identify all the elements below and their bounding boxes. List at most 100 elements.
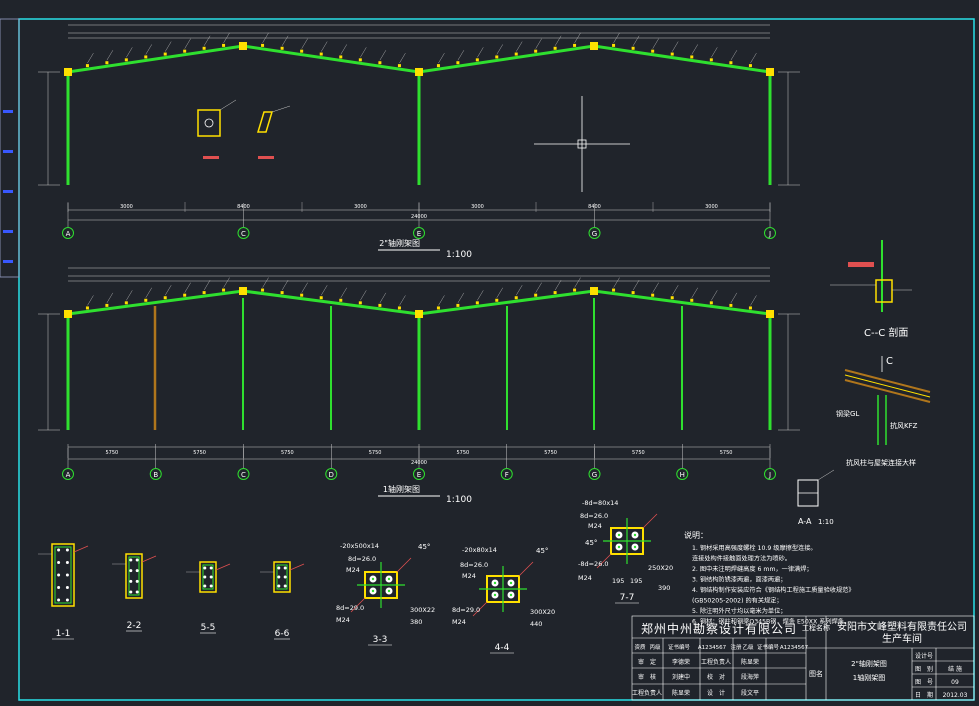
bay-dimension: 5750	[369, 450, 382, 456]
leader-line	[281, 35, 289, 46]
leader-line	[87, 53, 94, 64]
elevation-1-title: 2"轴刚架图	[379, 238, 420, 248]
side-strip	[0, 18, 20, 278]
info-label: 设计号	[915, 652, 933, 660]
leader-line	[672, 41, 679, 52]
axis-label: J	[768, 230, 771, 238]
leader-line	[399, 295, 406, 306]
leader-line	[360, 47, 367, 58]
axis-bubble	[325, 468, 338, 480]
purlin-mark	[163, 296, 167, 300]
leader-line	[126, 290, 133, 301]
section-note: M24	[578, 574, 592, 582]
bay-dimension: 5750	[281, 450, 294, 456]
leader-line	[730, 292, 738, 303]
section-label: 7-7	[620, 593, 635, 603]
project-name: 安阳市文峰塑料有限责任公司	[837, 620, 967, 633]
cert-cell: 证书编号	[668, 643, 691, 651]
leader-line	[223, 32, 230, 43]
purlin-mark	[124, 58, 128, 62]
leader-line	[379, 50, 387, 61]
company-name: 郑州中州勘察设计有限公司	[641, 621, 797, 636]
axis-bubble	[413, 468, 425, 480]
section-dimension: 250X20	[648, 564, 673, 572]
purlin-mark	[495, 55, 499, 59]
purlin-mark	[495, 298, 499, 302]
leader-line	[691, 44, 698, 55]
purlin-mark	[709, 58, 713, 62]
purlin-mark	[222, 288, 226, 292]
leader-line	[126, 47, 133, 58]
leader-line	[496, 44, 503, 55]
axis-bubble	[237, 468, 250, 480]
purlin-mark	[85, 306, 89, 310]
signature-cell: 陈显荣	[672, 689, 690, 697]
section-dimension: 195	[612, 577, 624, 585]
purlin-mark	[358, 301, 362, 305]
cert-cell: A1234567	[698, 645, 727, 651]
purlin-mark	[358, 58, 362, 62]
elevation-2-title: 1轴刚架图	[383, 484, 420, 494]
purlin-mark	[144, 298, 148, 302]
purlin-mark	[729, 303, 733, 307]
signature-cell: 工程负责人	[632, 689, 662, 697]
purlin-mark	[573, 288, 577, 292]
leader-line	[632, 35, 640, 46]
section-note: 8d=29.0	[336, 604, 364, 612]
axis-bubble	[149, 468, 162, 480]
notes-heading: 说明：	[684, 530, 708, 540]
left-level-marks	[38, 313, 800, 431]
connection-section-details: -20x500x148d=26.0M248d=29.0M24300X223804…	[336, 499, 673, 654]
axis-bubble	[764, 227, 776, 239]
section-5-5: 5-5	[186, 561, 231, 634]
purlin-mark	[475, 58, 479, 62]
leader-line	[477, 290, 484, 301]
section-2-2: 2-2	[112, 553, 157, 632]
section-note: 8d=26.0	[348, 555, 376, 563]
side-strip-marks	[3, 110, 13, 263]
leader-line	[438, 53, 445, 64]
note-line: 2. 图中未注明焊缝高度 6 mm，一律满焊；	[692, 565, 813, 573]
joint-detail-title: 抗风柱与屋架连接大样	[846, 458, 916, 467]
purlin-mark	[573, 43, 577, 47]
purlin-mark	[202, 291, 206, 295]
title-block: 郑州中州勘察设计有限公司 工程名称 安阳市文峰塑料有限责任公司 生产车间 图名 …	[631, 615, 975, 701]
leader-line	[223, 277, 230, 288]
purlin-marks	[85, 32, 757, 68]
purlin-mark	[456, 303, 460, 307]
leader-line	[516, 285, 523, 296]
info-label: 图 别	[915, 665, 933, 673]
purlin-mark	[670, 52, 674, 56]
section-1-1: 1-1	[38, 543, 89, 640]
leader-line	[535, 38, 542, 49]
wind-columns	[242, 298, 683, 430]
leader-line	[535, 282, 542, 293]
leader-line	[301, 282, 308, 293]
section-note: M24	[452, 618, 466, 626]
weld-angle: 45°	[536, 547, 548, 555]
purlin-mark	[280, 46, 284, 50]
purlin-mark	[612, 43, 616, 47]
stiffener-detail	[256, 105, 291, 159]
bay-dimension: 5750	[457, 450, 470, 456]
leader-line	[554, 280, 562, 291]
weld-angle: 45°	[585, 539, 597, 547]
axis-bubble	[62, 468, 74, 480]
drawing-frame	[18, 18, 975, 701]
leader-line	[281, 280, 289, 291]
bay-dimension: 5750	[720, 450, 733, 456]
leader-line	[711, 47, 718, 58]
detail-aa: A-A 1:10	[797, 469, 835, 526]
leader-line	[652, 282, 659, 293]
section-note: M24	[588, 522, 602, 530]
leader-line	[750, 295, 757, 306]
leader-line	[360, 290, 367, 301]
purlin-mark	[456, 61, 460, 65]
section-4-4: -20x80x148d=26.0M248d=29.0M24300X2044045…	[452, 546, 555, 654]
signature-cell: 工程负责人	[701, 658, 731, 666]
